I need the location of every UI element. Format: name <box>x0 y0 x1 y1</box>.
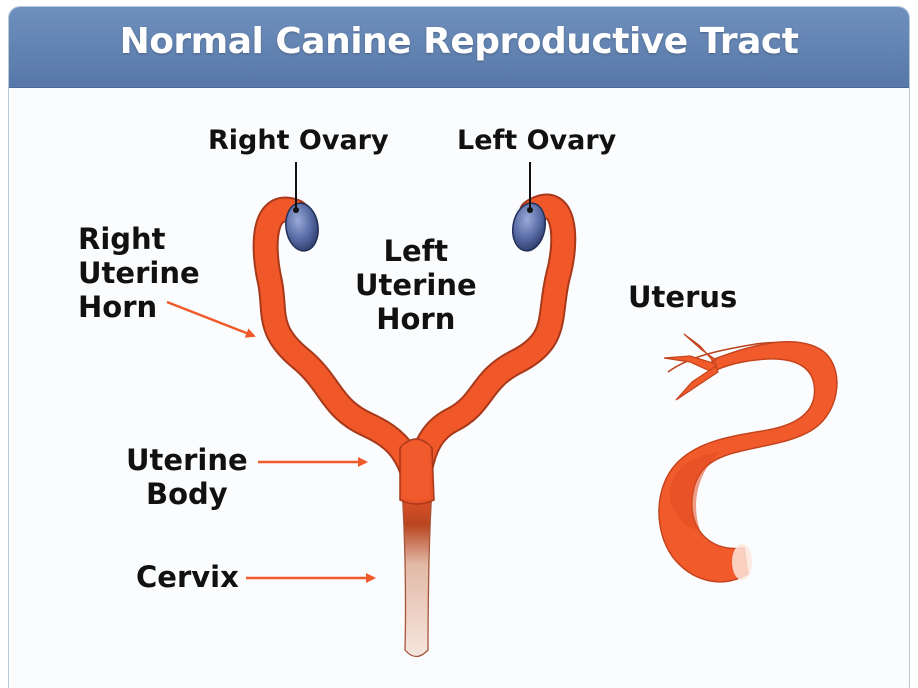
cervix-label: Cervix <box>136 560 239 594</box>
y-shaped-uterus <box>252 193 577 505</box>
right-horn-arrow <box>166 300 256 338</box>
right-uterine-horn-label: Right Uterine Horn <box>78 222 200 324</box>
uterus-body-shape <box>658 341 838 583</box>
uterus-label: Uterus <box>628 280 738 314</box>
uterine-body-label: Uterine Body <box>126 443 248 511</box>
cervix-shape <box>401 487 433 658</box>
right-ovary-shape <box>285 202 319 252</box>
title-bar: Normal Canine Reproductive Tract <box>9 7 909 88</box>
diagram-title: Normal Canine Reproductive Tract <box>119 21 799 62</box>
left-ovary-shape <box>511 202 547 252</box>
left-ovary-label: Left Ovary <box>457 125 617 156</box>
uterus-side-view <box>658 333 838 583</box>
left-uterine-horn-label: Left Uterine Horn <box>355 234 477 336</box>
right-ovary-label: Right Ovary <box>208 125 389 156</box>
